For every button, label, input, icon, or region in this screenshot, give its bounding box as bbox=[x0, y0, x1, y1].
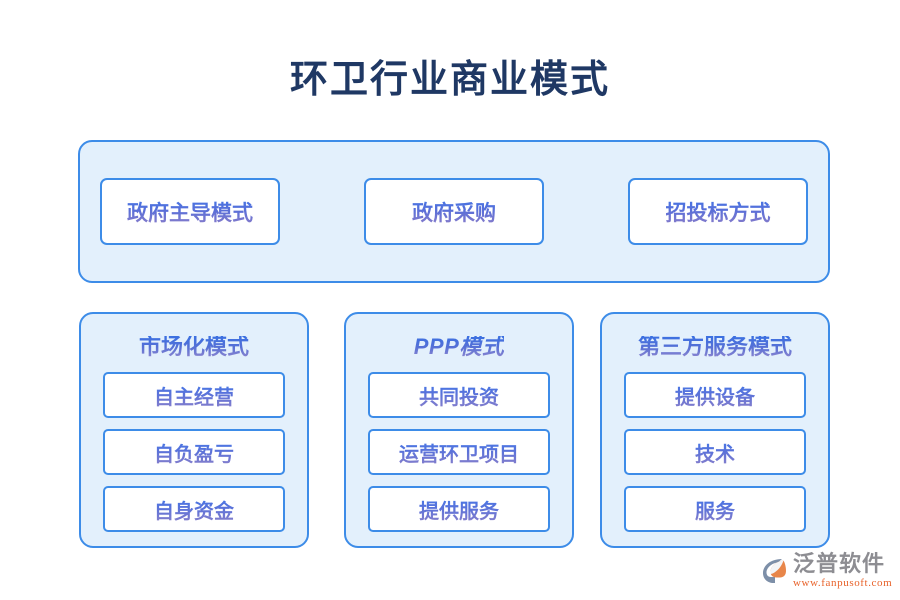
column-2-item-2[interactable]: 服务 bbox=[624, 486, 806, 532]
column-0-item-0[interactable]: 自主经营 bbox=[103, 372, 285, 418]
column-1-item-0-label: 共同投资 bbox=[419, 381, 499, 410]
column-panel-market: 市场化模式 自主经营 自负盈亏 自身资金 bbox=[79, 312, 309, 548]
top-card-1-label: 政府采购 bbox=[412, 197, 496, 227]
column-0-item-1-label: 自负盈亏 bbox=[154, 438, 234, 467]
column-2-item-1[interactable]: 技术 bbox=[624, 429, 806, 475]
column-1-header: PPP模式 bbox=[413, 334, 505, 359]
top-card-2[interactable]: 招投标方式 bbox=[628, 178, 808, 245]
column-0-item-1[interactable]: 自负盈亏 bbox=[103, 429, 285, 475]
top-card-2-label: 招投标方式 bbox=[666, 197, 771, 227]
brand-name: 泛普软件 bbox=[793, 551, 886, 576]
top-card-0[interactable]: 政府主导模式 bbox=[100, 178, 280, 245]
column-2-item-1-label: 技术 bbox=[695, 438, 735, 467]
column-1-item-2-label: 提供服务 bbox=[419, 495, 499, 524]
column-0-item-2-label: 自身资金 bbox=[154, 495, 234, 524]
brand-url: www.fanpusoft.com bbox=[793, 577, 893, 589]
top-card-0-label: 政府主导模式 bbox=[127, 197, 253, 227]
column-panel-third-party: 第三方服务模式 提供设备 技术 服务 bbox=[600, 312, 830, 548]
column-panel-ppp: PPP模式 共同投资 运营环卫项目 提供服务 bbox=[344, 312, 574, 548]
column-2-item-2-label: 服务 bbox=[695, 495, 735, 524]
column-0-item-0-label: 自主经营 bbox=[154, 381, 234, 410]
brand-text-block: 泛普软件 www.fanpusoft.com bbox=[793, 553, 892, 589]
column-0-item-2[interactable]: 自身资金 bbox=[103, 486, 285, 532]
column-1-item-0[interactable]: 共同投资 bbox=[368, 372, 550, 418]
page-title: 环卫行业商业模式 bbox=[289, 59, 610, 101]
column-1-item-1-label: 运营环卫项目 bbox=[399, 438, 519, 467]
column-0-header: 市场化模式 bbox=[138, 334, 249, 359]
column-2-item-0[interactable]: 提供设备 bbox=[624, 372, 806, 418]
fanpu-swoosh-logo-icon bbox=[763, 559, 786, 583]
column-2-item-0-label: 提供设备 bbox=[675, 381, 755, 410]
column-1-item-2[interactable]: 提供服务 bbox=[368, 486, 550, 532]
brand-watermark: 泛普软件 www.fanpusoft.com bbox=[760, 548, 896, 594]
top-card-1[interactable]: 政府采购 bbox=[364, 178, 544, 245]
column-1-item-1[interactable]: 运营环卫项目 bbox=[368, 429, 550, 475]
top-panel-government: 政府主导模式 政府采购 招投标方式 bbox=[78, 140, 830, 283]
column-2-header: 第三方服务模式 bbox=[637, 334, 792, 359]
